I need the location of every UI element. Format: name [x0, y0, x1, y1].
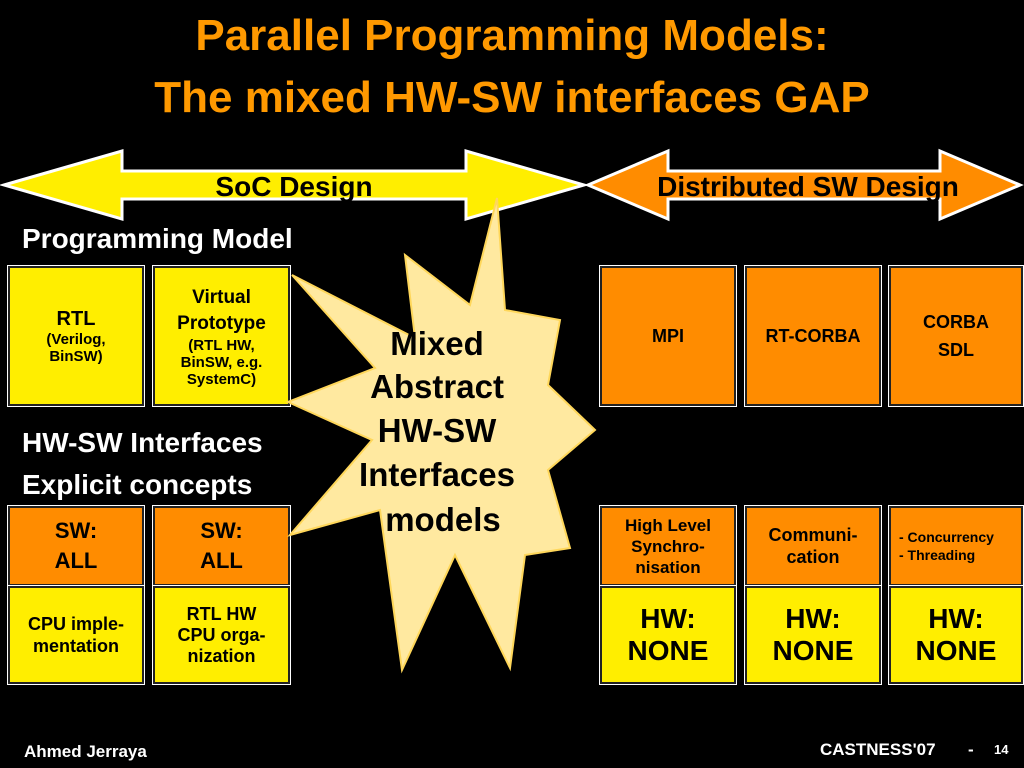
starburst-text: Abstract	[370, 368, 504, 405]
rtl-hw-cpu-label: RTL HW	[186, 603, 257, 624]
sdl-label: SDL	[938, 340, 974, 360]
virtual-prototype-detail: BinSW, e.g.	[180, 353, 263, 371]
hw-none-label: NONE	[915, 635, 997, 666]
hw-none-box: HW: NONE	[599, 585, 737, 685]
corba-label: CORBA	[923, 312, 989, 332]
synchronisation-label: High Level	[625, 515, 711, 535]
footer-event: CASTNESS'07	[820, 740, 936, 759]
sw-all-label: SW:	[200, 518, 243, 543]
rtl-hw-cpu-label: CPU orga-	[177, 624, 266, 645]
sw-all-label: SW:	[54, 518, 98, 543]
communication-label: cation	[786, 547, 840, 567]
programming-model-label: Programming Model	[22, 223, 293, 254]
footer-separator: -	[968, 740, 974, 759]
virtual-prototype-detail: (RTL HW,	[188, 336, 255, 354]
cpu-implementation-label: mentation	[32, 636, 119, 656]
cpu-implementation-box: CPU imple- mentation	[7, 585, 145, 685]
soc-design-label: SoC Design	[215, 171, 372, 202]
design-arrows: SoC Design Distributed SW Design	[0, 148, 1024, 222]
virtual-prototype-detail: SystemC)	[186, 370, 257, 388]
communication-box: Communi- cation	[744, 505, 882, 587]
sw-all-label: ALL	[200, 548, 243, 573]
mpi-box: MPI	[599, 265, 737, 407]
hw-none-label: NONE	[772, 635, 854, 666]
hw-none-box: HW: NONE	[888, 585, 1024, 685]
rt-corba-box: RT-CORBA	[744, 265, 882, 407]
hw-none-label: HW:	[785, 603, 841, 634]
starburst-text: models	[385, 501, 501, 538]
mpi-label: MPI	[651, 325, 684, 346]
rtl-model-title: RTL	[56, 307, 96, 330]
footer-page-number: 14	[994, 742, 1009, 757]
explicit-concepts-label: Explicit concepts	[22, 469, 253, 500]
rt-corba-label: RT-CORBA	[765, 325, 861, 346]
slide-title-line2: The mixed HW-SW interfaces GAP	[154, 73, 870, 122]
hw-none-label: NONE	[627, 635, 709, 666]
starburst-shape	[285, 197, 597, 674]
rtl-hw-cpu-box: RTL HW CPU orga- nization	[152, 585, 291, 685]
hw-none-label: HW:	[640, 603, 696, 634]
soc-design-arrow	[0, 149, 590, 221]
virtual-prototype-box: Virtual Prototype (RTL HW, BinSW, e.g. S…	[152, 265, 291, 407]
corba-sdl-box: CORBA SDL	[888, 265, 1024, 407]
starburst-text: Mixed	[390, 325, 484, 362]
hw-none-box: HW: NONE	[744, 585, 882, 685]
virtual-prototype-title: Virtual	[192, 286, 251, 308]
starburst-text: Interfaces	[359, 456, 515, 493]
virtual-prototype-title: Prototype	[177, 312, 266, 334]
synchronisation-label: nisation	[635, 557, 701, 577]
synchronisation-box: High Level Synchro- nisation	[599, 505, 737, 587]
cpu-implementation-label: CPU imple-	[27, 614, 124, 634]
distributed-design-label: Distributed SW Design	[657, 171, 959, 202]
hw-none-label: HW:	[928, 603, 984, 634]
synchronisation-label: Synchro-	[631, 536, 705, 556]
rtl-hw-cpu-label: nization	[187, 645, 256, 666]
threading-label: - Threading	[899, 547, 976, 563]
footer-author: Ahmed Jerraya	[24, 742, 147, 761]
starburst-text: HW-SW	[378, 412, 497, 449]
hwsw-interfaces-label: HW-SW Interfaces	[22, 427, 263, 458]
distributed-design-arrow	[584, 148, 1024, 222]
rtl-model-detail: BinSW)	[49, 347, 103, 365]
sw-all-box: SW: ALL	[7, 505, 145, 587]
sw-all-label: ALL	[54, 548, 98, 573]
slide-title-line1: Parallel Programming Models:	[195, 11, 829, 60]
concurrency-label: - Concurrency	[899, 529, 994, 545]
concurrency-box: - Concurrency - Threading	[888, 505, 1024, 587]
rtl-model-box: RTL (Verilog, BinSW)	[7, 265, 145, 407]
rtl-model-detail: (Verilog,	[46, 330, 106, 348]
communication-label: Communi-	[768, 525, 858, 545]
sw-all-box: SW: ALL	[152, 505, 291, 587]
